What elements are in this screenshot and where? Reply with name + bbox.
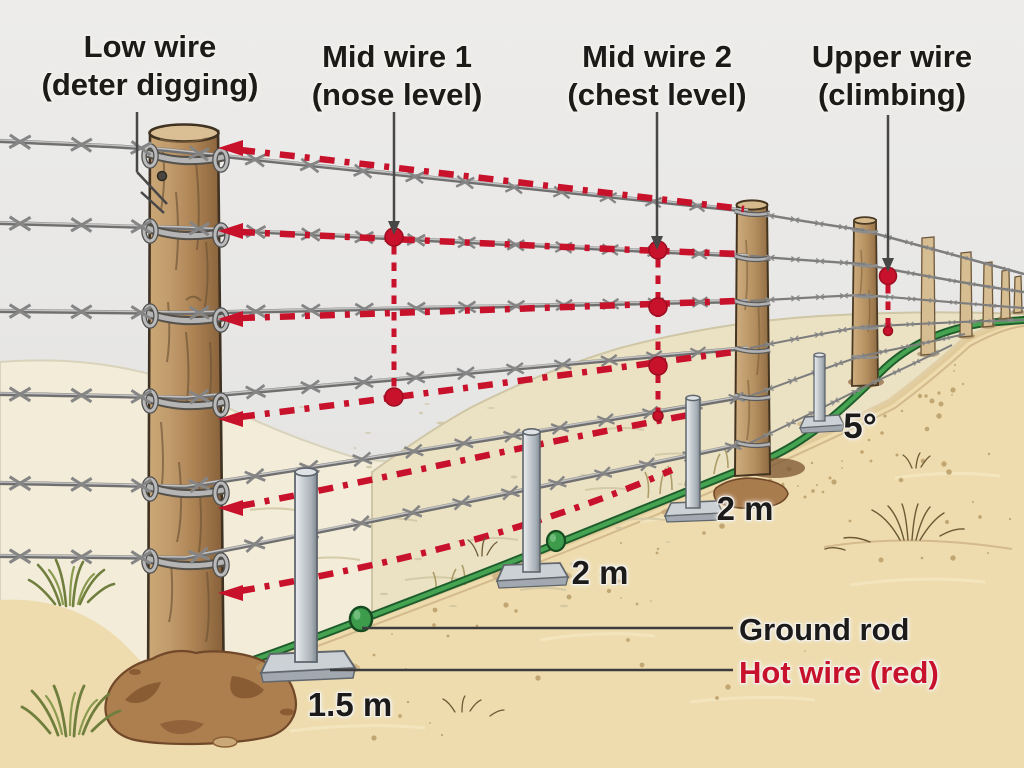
- far-posts: [917, 236, 1024, 358]
- wire-wraps: [141, 143, 879, 578]
- label-upper-wire-subtitle: (climbing): [817, 76, 967, 112]
- label-mid-wire-2: Mid wire 2 (chest level): [542, 38, 772, 114]
- label-upper-wire: Upper wire (climbing): [777, 38, 1007, 114]
- label-upper-wire-title: Upper wire: [811, 39, 973, 74]
- ground-rod-d: [797, 352, 846, 434]
- label-mid-wire-1: Mid wire 1 (nose level): [282, 38, 512, 114]
- foreground-sand: [0, 320, 1024, 768]
- label-mid-wire-2-subtitle: (chest level): [567, 76, 747, 112]
- ground-rod-label: Ground rod: [739, 612, 910, 647]
- label-mid-wire-1-title: Mid wire 1: [322, 39, 472, 74]
- grass-tufts: [20, 452, 965, 738]
- ground-rod-c: [661, 394, 725, 523]
- label-mid-wire-2-title: Mid wire 2: [582, 39, 732, 74]
- hot-wire-arrowheads: [218, 140, 243, 601]
- main-post: [146, 123, 226, 705]
- label-low-wire-title: Low wire: [83, 29, 217, 64]
- ground-rod-a: [256, 467, 360, 683]
- hot-wire-dots: [384, 227, 898, 422]
- fence-post-2: [713, 199, 805, 510]
- label-low-wire: Low wire (deter digging): [35, 28, 265, 104]
- hot-wire-label: Hot wire (red): [739, 655, 939, 690]
- fence-post-3: [848, 216, 884, 388]
- ground-wire: [211, 316, 1024, 677]
- legend-leaders: [330, 626, 733, 672]
- slope-hatching: [249, 427, 696, 591]
- hot-wire-connectors: [391, 246, 891, 411]
- rod-spacing-far-label: 2 m: [716, 490, 774, 527]
- slope-angle-label: 5°: [843, 407, 877, 446]
- dirt-mound: [104, 649, 297, 748]
- label-low-wire-subtitle: (deter digging): [41, 66, 259, 102]
- nail-dot: [156, 170, 168, 182]
- ground-rod-b: [492, 427, 572, 589]
- rod-depth-label: 1.5 m: [307, 686, 393, 723]
- label-mid-wire-1-subtitle: (nose level): [311, 76, 483, 112]
- label-arrowheads: [388, 221, 894, 272]
- wire-coupling: [348, 529, 567, 633]
- rod-spacing-near-label: 2 m: [571, 554, 629, 591]
- label-leaders: [135, 112, 890, 259]
